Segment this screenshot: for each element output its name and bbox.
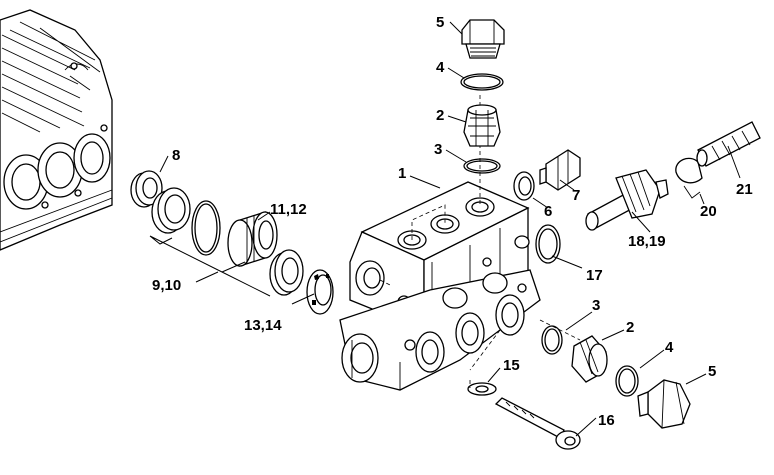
callout-5-top: 5 <box>436 14 444 31</box>
part-16-bolt <box>494 397 581 450</box>
callout-4-bottom: 4 <box>665 339 674 356</box>
part-oring-large <box>191 200 221 256</box>
callout-21: 21 <box>736 181 753 198</box>
callout-2-bottom: 2 <box>626 319 634 336</box>
part-9-10-seal-ring <box>151 187 191 234</box>
callout-2-top: 2 <box>436 107 444 124</box>
part-15-washer <box>467 382 497 396</box>
callout-5-bottom: 5 <box>708 363 716 380</box>
callout-18-19: 18,19 <box>628 233 666 250</box>
callout-3-top: 3 <box>434 141 442 158</box>
part-5-plug-bottom <box>637 379 691 429</box>
part-4-oring-bottom <box>615 365 639 397</box>
part-20-clip <box>675 157 703 199</box>
crankcase-housing <box>0 9 113 251</box>
callout-3-bottom: 3 <box>592 297 600 314</box>
part-8-seal <box>130 170 163 208</box>
part-11-12-sleeve <box>227 211 278 267</box>
part-2-valve-bottom <box>571 335 608 383</box>
part-seal-ring-right <box>269 249 304 296</box>
part-3-oring-bottom <box>541 325 563 355</box>
part-7-plug <box>539 149 581 191</box>
part-3-oring-top <box>463 158 501 174</box>
callout-6: 6 <box>544 203 552 220</box>
part-6-washer <box>513 171 535 201</box>
callout-7: 7 <box>572 187 580 204</box>
part-4-oring-top <box>460 73 504 91</box>
callout-11-12: 11,12 <box>270 201 307 218</box>
part-13-14-retainer <box>306 269 334 315</box>
part-2-valve-top <box>463 104 501 147</box>
callout-16: 16 <box>598 412 615 429</box>
callout-9-10: 9,10 <box>152 277 181 294</box>
callout-13-14: 13,14 <box>244 317 282 334</box>
callout-15: 15 <box>503 357 520 374</box>
callout-8: 8 <box>172 147 180 164</box>
callout-17: 17 <box>586 267 603 284</box>
part-17-oring <box>535 224 561 264</box>
part-21-spring <box>696 121 761 167</box>
part-18-19-unloader <box>585 169 669 231</box>
callout-4-top: 4 <box>436 59 445 76</box>
callout-20: 20 <box>700 203 717 220</box>
callout-1: 1 <box>398 165 406 182</box>
part-5-plug-top <box>461 19 505 59</box>
